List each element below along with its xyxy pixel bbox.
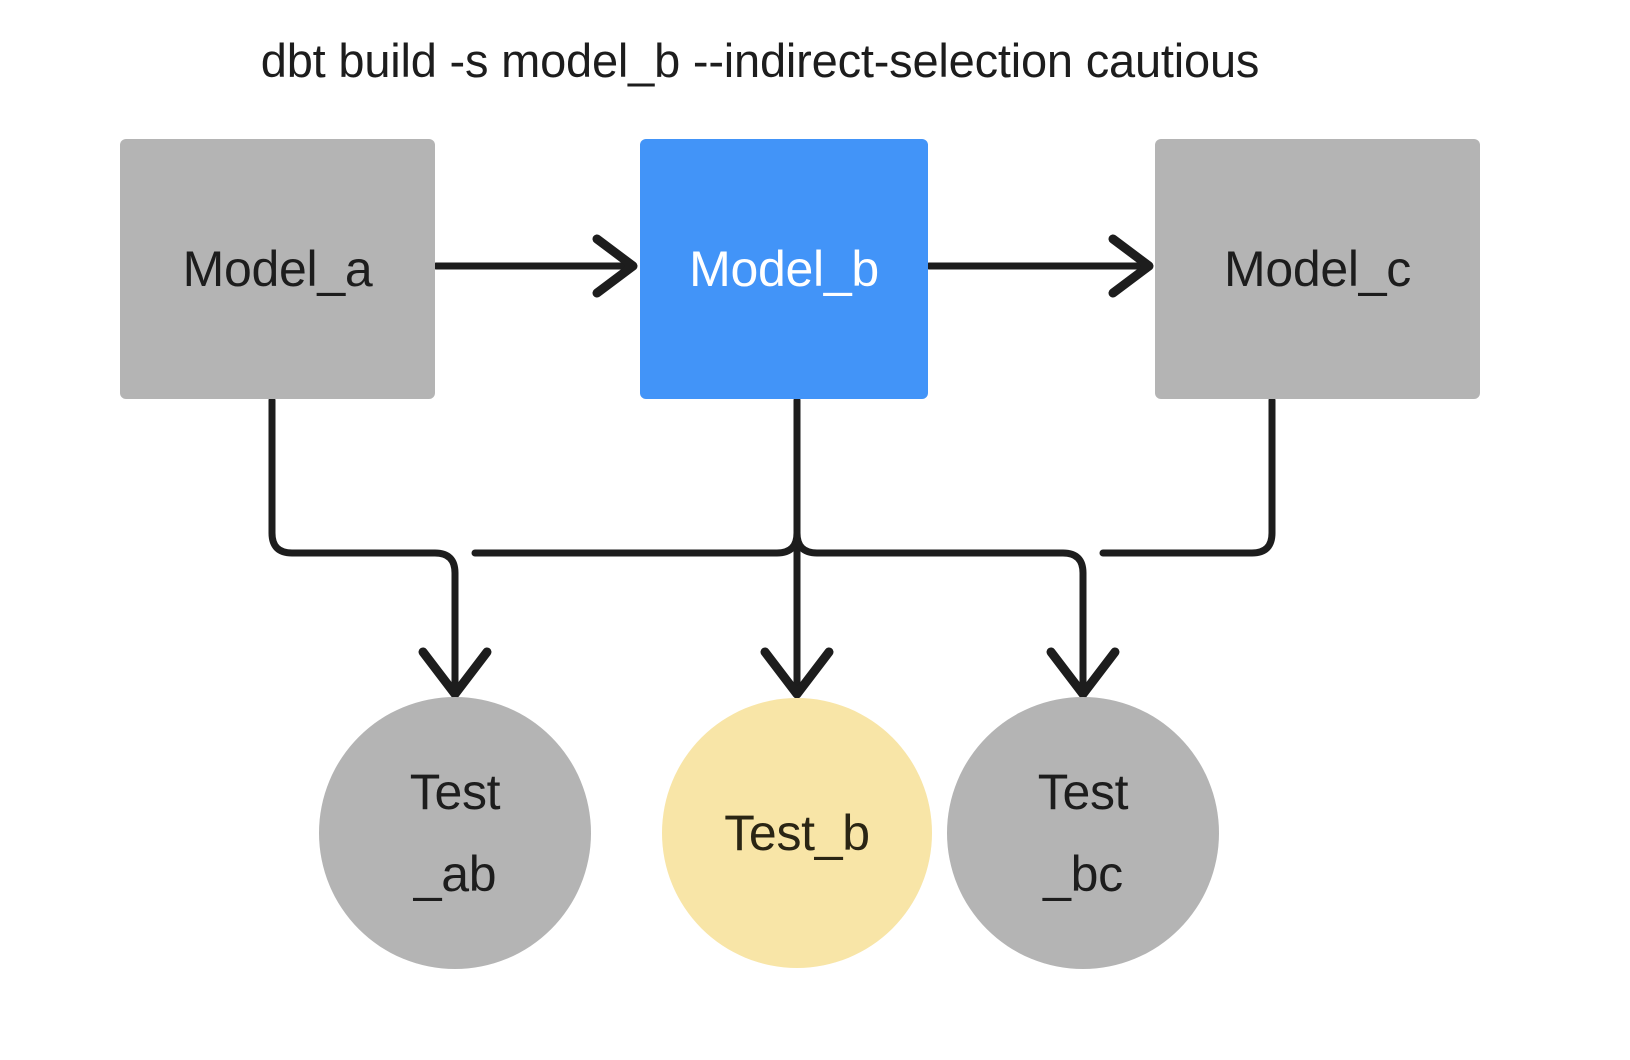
- page-title: dbt build -s model_b --indirect-selectio…: [260, 34, 1260, 87]
- node-test-bc-label-line1: Test: [1037, 764, 1129, 820]
- node-model-b[interactable]: Model_b: [640, 139, 928, 399]
- node-model-a[interactable]: Model_a: [120, 139, 435, 399]
- edge-model-b-to-test-bc: [793, 529, 1120, 699]
- node-test-b-label-line1: Test_b: [724, 805, 870, 861]
- node-model-c-label: Model_c: [1224, 241, 1411, 297]
- node-test-ab-label-line2: _ab: [413, 846, 497, 902]
- edge-model-c-to-test-bc: [1099, 396, 1276, 557]
- edge-model-a-to-test-ab: [268, 396, 492, 699]
- edge-model-a-to-model-b: [432, 234, 638, 298]
- edge-model-b-to-model-c: [925, 234, 1154, 298]
- node-model-a-label: Model_a: [182, 241, 373, 297]
- node-model-b-label: Model_b: [689, 241, 879, 297]
- node-test-ab-label-line1: Test: [409, 764, 501, 820]
- node-test-b[interactable]: Test_b: [662, 698, 932, 968]
- edge-model-b-to-test-ab: [471, 529, 801, 557]
- node-test-bc-label-line2: _bc: [1043, 846, 1123, 902]
- node-model-c[interactable]: Model_c: [1155, 139, 1480, 399]
- node-test-bc[interactable]: Test _bc: [947, 697, 1219, 969]
- node-test-ab[interactable]: Test _ab: [319, 697, 591, 969]
